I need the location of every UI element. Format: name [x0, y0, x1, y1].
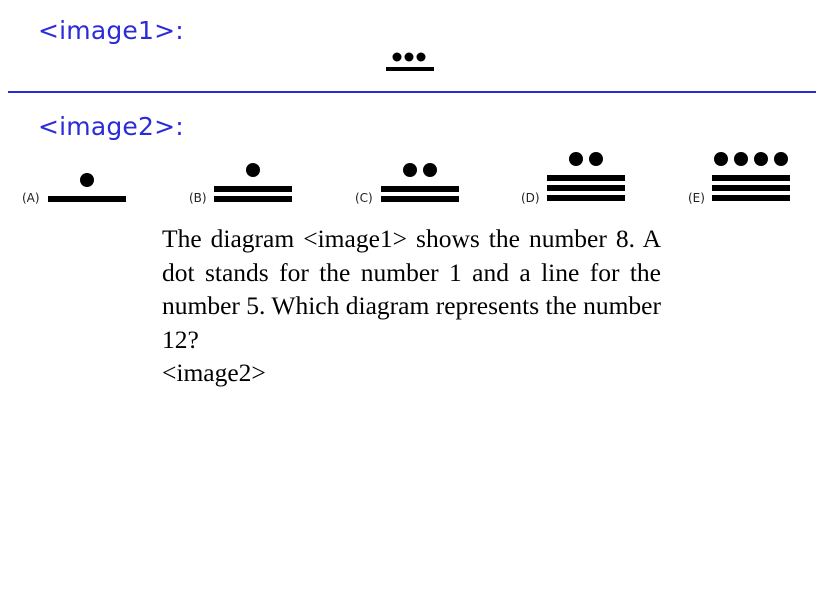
option-b-glyph	[214, 163, 292, 202]
section-divider	[8, 91, 816, 93]
option-c-dot	[423, 163, 437, 177]
image1-line	[386, 67, 434, 71]
option-d-line	[547, 195, 625, 201]
option-e-dot	[774, 152, 788, 166]
option-b-line	[214, 196, 292, 202]
option-c-glyph	[381, 163, 459, 202]
image1-dot	[416, 52, 426, 62]
option-e-dot	[734, 152, 748, 166]
option-a-glyph	[48, 173, 126, 202]
option-c-line	[381, 186, 459, 192]
option-d-letter: (D)	[521, 191, 540, 205]
image1-dot	[404, 52, 414, 62]
option-c-letter: (C)	[355, 191, 373, 205]
image1-glyph	[386, 52, 434, 71]
option-d-line	[547, 175, 625, 181]
option-d-dot	[569, 152, 583, 166]
question-block: The diagram <image1> shows the number 8.…	[162, 222, 661, 390]
question-text: The diagram <image1> shows the number 8.…	[162, 224, 661, 354]
option-b-line	[214, 186, 292, 192]
question-image-ref: <image2>	[162, 358, 266, 387]
option-e-line	[712, 195, 790, 201]
option-e-line	[712, 175, 790, 181]
option-e-dot	[714, 152, 728, 166]
option-d-line	[547, 185, 625, 191]
image1-dot	[392, 52, 402, 62]
image2-label: <image2>:	[38, 112, 184, 141]
option-b-dot	[246, 163, 260, 177]
option-b-letter: (B)	[189, 191, 207, 205]
option-d-glyph	[547, 152, 625, 201]
option-c-line	[381, 196, 459, 202]
option-c-dot	[403, 163, 417, 177]
option-d-dot	[589, 152, 603, 166]
option-e-line	[712, 185, 790, 191]
option-e-glyph	[712, 152, 790, 201]
option-e-letter: (E)	[688, 191, 705, 205]
option-a-line	[48, 196, 126, 202]
option-a-letter: (A)	[22, 191, 40, 205]
option-e-dot	[754, 152, 768, 166]
option-a-dot	[80, 173, 94, 187]
image1-label: <image1>:	[38, 16, 184, 45]
